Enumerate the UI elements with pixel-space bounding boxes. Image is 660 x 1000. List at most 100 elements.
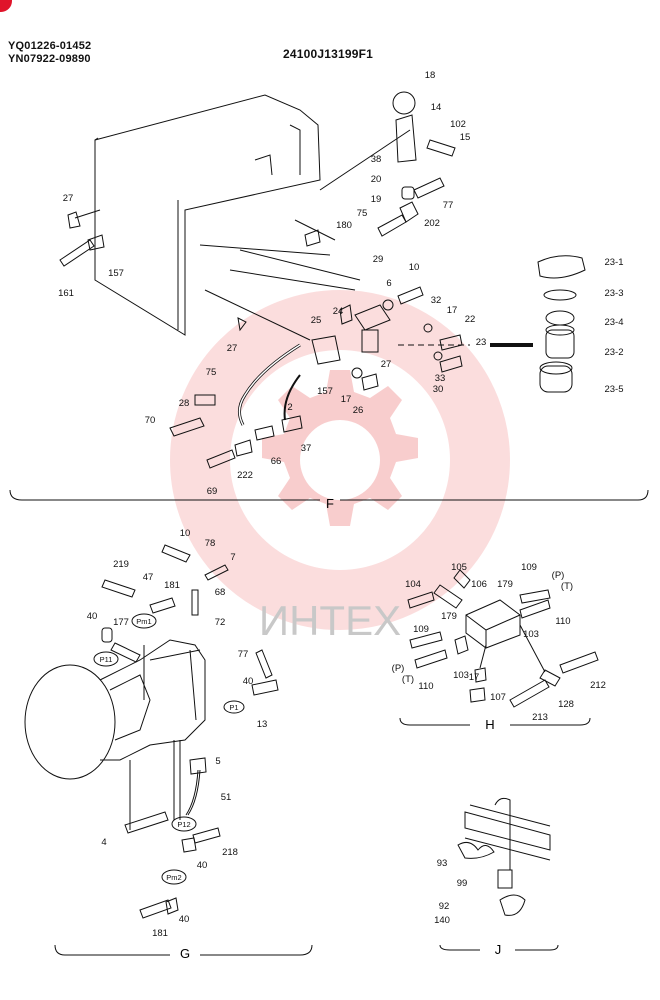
- callout-f-24: 23-2: [604, 347, 623, 358]
- callout-g-0: 10: [180, 528, 191, 539]
- callout-g-1: 78: [205, 538, 216, 549]
- callout-g-13: 40: [243, 676, 254, 687]
- callout-f-30: 30: [433, 384, 444, 395]
- callout-f-42: 27: [227, 343, 238, 354]
- section-label-j: J: [495, 942, 502, 957]
- callout-g-24: 40: [179, 914, 190, 925]
- callout-g-3: 219: [113, 559, 129, 570]
- callout-f-33: 28: [179, 398, 190, 409]
- callout-h-17: 128: [558, 699, 574, 710]
- callout-f-20: 23-1: [604, 257, 623, 268]
- section-j-drawing: [439, 797, 559, 951]
- callout-f-18: 17: [447, 305, 458, 316]
- callout-h-13: 110: [418, 681, 433, 692]
- callout-h-12: (T): [402, 674, 414, 685]
- callout-f-7: 77: [443, 200, 454, 211]
- callout-f-29: 33: [435, 373, 446, 384]
- callout-h-8: 103: [523, 629, 539, 640]
- section-f-drawing: [9, 91, 649, 501]
- section-label-f: F: [326, 496, 334, 511]
- callout-f-23: 23: [476, 337, 487, 348]
- callout-f-26: 24: [333, 306, 344, 317]
- section-g-drawing: [24, 544, 313, 956]
- callout-h-9: 179: [441, 611, 457, 622]
- callout-h-11: (P): [392, 663, 405, 674]
- pressure-port-markers: [93, 613, 245, 885]
- callout-f-39: 66: [271, 456, 282, 467]
- callout-g-21: 40: [197, 860, 208, 871]
- callout-f-3: 15: [460, 132, 471, 143]
- callout-f-27: 25: [311, 315, 322, 326]
- callout-g-20: 218: [222, 847, 238, 858]
- callout-g-10: 72: [215, 617, 226, 628]
- serial-range-2: YN07922-09890: [8, 53, 91, 65]
- callout-f-38: 37: [301, 443, 312, 454]
- callout-f-15: 10: [409, 262, 420, 273]
- callout-h-5: (T): [561, 581, 573, 592]
- callout-g-5: 181: [164, 580, 180, 591]
- callout-f-31: 26: [353, 405, 364, 416]
- callout-f-0: 18: [425, 70, 436, 81]
- callout-f-2: 102: [450, 119, 466, 130]
- callout-f-13: 161: [58, 288, 74, 299]
- callout-f-37: 17: [341, 394, 352, 405]
- callout-f-11: 27: [63, 193, 74, 204]
- watermark-text: ИНТЕХ: [259, 597, 401, 644]
- callout-h-7: 110: [555, 616, 570, 627]
- callout-j-3: 140: [434, 915, 450, 926]
- callout-f-21: 23-3: [604, 288, 623, 299]
- callout-g-17: 51: [221, 792, 232, 803]
- callout-g-8: 177: [113, 617, 129, 628]
- callout-h-2: 106: [471, 579, 487, 590]
- callout-f-5: 20: [371, 174, 382, 185]
- callout-g-6: 68: [215, 587, 226, 598]
- serial-range-1: YQ01226-01452: [8, 40, 92, 52]
- callout-labels: 1814102153820197720275180271571612910632…: [58, 70, 623, 939]
- callout-h-19: 213: [532, 712, 548, 723]
- callout-f-9: 75: [357, 208, 368, 219]
- callout-f-6: 19: [371, 194, 382, 205]
- drawing-number: 24100J13199F1: [283, 47, 374, 61]
- callout-j-2: 92: [439, 901, 450, 912]
- callout-f-14: 29: [373, 254, 384, 265]
- callout-g-16: 5: [215, 756, 220, 767]
- callout-h-0: 104: [405, 579, 421, 590]
- section-label-h: H: [485, 717, 494, 732]
- callout-f-36: 157: [317, 386, 333, 397]
- callout-h-4: (P): [552, 570, 565, 581]
- callout-f-40: 222: [237, 470, 253, 481]
- callout-g-9: Pm1: [136, 617, 151, 626]
- callout-h-1: 105: [451, 562, 467, 573]
- callout-f-28: 27: [381, 359, 392, 370]
- callout-g-15: 13: [257, 719, 268, 730]
- callout-f-4: 38: [371, 154, 382, 165]
- callout-j-0: 93: [437, 858, 448, 869]
- callout-g-18: 4: [101, 837, 106, 848]
- callout-f-35: 2: [287, 402, 292, 413]
- callout-f-10: 180: [336, 220, 352, 231]
- callout-g-4: 47: [143, 572, 154, 583]
- callout-f-16: 6: [386, 278, 391, 289]
- callout-f-19: 22: [465, 314, 476, 325]
- callout-g-22: Pm2: [166, 873, 181, 882]
- callout-f-8: 202: [424, 218, 440, 229]
- watermark-gear: [170, 290, 510, 630]
- callout-g-23: 181: [152, 928, 168, 939]
- callout-g-14: P1: [229, 703, 238, 712]
- callout-h-18: 212: [590, 680, 606, 691]
- section-label-g: G: [180, 946, 190, 961]
- callout-f-17: 32: [431, 295, 442, 306]
- callout-h-14: 103: [453, 670, 469, 681]
- callout-h-10: 109: [413, 624, 429, 635]
- callout-j-1: 99: [457, 878, 468, 889]
- callout-g-11: P11: [100, 655, 113, 664]
- callout-g-19: P12: [177, 820, 190, 829]
- callout-g-12: 77: [238, 649, 249, 660]
- callout-h-15: 17: [469, 672, 480, 683]
- callout-h-16: 107: [490, 692, 506, 703]
- callout-f-41: 69: [207, 486, 218, 497]
- callout-h-6: 179: [497, 579, 513, 590]
- callout-f-1: 14: [431, 102, 442, 113]
- callout-f-12: 157: [108, 268, 124, 279]
